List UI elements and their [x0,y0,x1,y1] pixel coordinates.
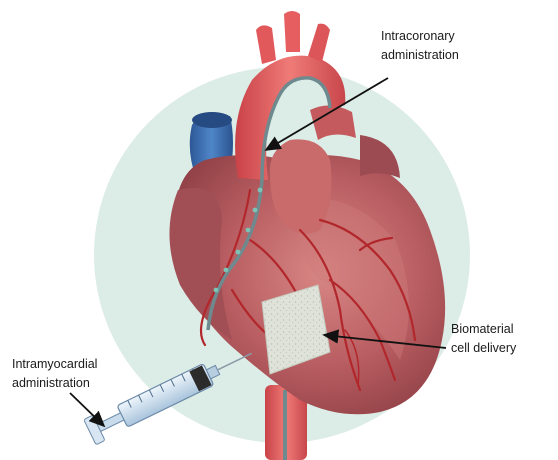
vena-cava-opening [192,112,232,128]
intramyocardial-label-line2: administration [12,374,97,393]
intracoronary-label-line1: Intracoronary [381,27,459,46]
biomaterial-label: Biomaterial cell delivery [451,320,516,358]
intracoronary-label: Intracoronary administration [381,27,459,65]
biomaterial-label-line1: Biomaterial [451,320,516,339]
aortic-branch-1 [256,25,276,64]
aortic-branch-3 [308,24,330,62]
biomaterial-label-line2: cell delivery [451,339,516,358]
intramyocardial-label: Intramyocardial administration [12,355,97,393]
bottom-catheter [283,390,287,460]
aortic-branch-2 [284,11,300,52]
intracoronary-label-line2: administration [381,46,459,65]
intramyocardial-label-line1: Intramyocardial [12,355,97,374]
